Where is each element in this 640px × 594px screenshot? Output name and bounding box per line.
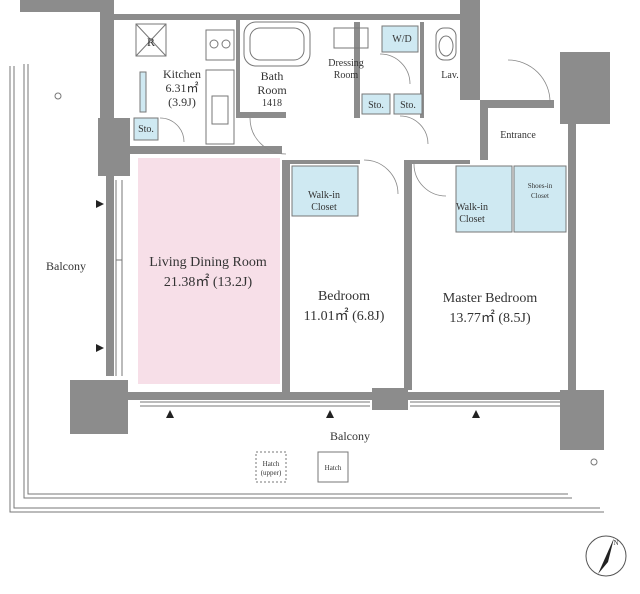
hatch-upper-l1: Hatch	[263, 460, 280, 468]
walk-in-closet-bedroom	[291, 165, 359, 217]
balcony-bottom-label: Balcony	[330, 429, 370, 443]
storage-box	[393, 93, 423, 115]
bedroom-area: 11.01㎡ (6.8J)	[304, 308, 385, 324]
doors	[159, 53, 551, 197]
shoes-in-closet	[513, 165, 567, 233]
window-marker	[96, 344, 104, 352]
walk-in-closet-master	[455, 165, 513, 233]
master-bedroom-name: Master Bedroom	[443, 291, 538, 306]
bath-name: Bath	[261, 69, 284, 83]
washer-box	[381, 25, 419, 53]
storage-a-label: Sto.	[368, 100, 384, 111]
dressing-room: Room	[334, 70, 359, 81]
window-marker	[472, 410, 480, 418]
walkin-master-l1: Walk-in	[456, 202, 488, 213]
storage-kitchen-label: Sto.	[138, 124, 154, 135]
dressing-name: Dressing	[328, 58, 364, 69]
storage-b-label: Sto.	[400, 100, 416, 111]
balcony-left-label: Balcony	[46, 259, 86, 273]
walkin-master-l2: Closet	[459, 214, 485, 225]
living-area: 21.38㎡ (13.2J)	[164, 274, 253, 290]
walkin-bedroom-l2: Closet	[311, 202, 337, 213]
walls	[20, 0, 610, 450]
living-dining-floor	[138, 158, 280, 384]
storage-box	[133, 117, 159, 141]
bath-fixtures	[243, 21, 457, 67]
balcony-railing	[9, 64, 604, 513]
living-window	[115, 180, 123, 376]
shoes-closet-l1: Shoes-in	[528, 182, 553, 190]
window-marker	[96, 200, 104, 208]
kitchen-name: Kitchen	[163, 67, 201, 81]
drain-left	[54, 92, 62, 100]
lav-label: Lav.	[441, 70, 458, 81]
window-marker	[166, 410, 174, 418]
bottom-windows	[140, 401, 560, 407]
window-marker	[326, 410, 334, 418]
walkin-bedroom-l1: Walk-in	[308, 190, 340, 201]
wd-label: W/D	[392, 34, 411, 45]
shoes-closet-l2: Closet	[531, 192, 549, 200]
compass-north: N	[613, 539, 618, 547]
hatch-upper-l2: (upper)	[261, 469, 282, 477]
kitchen-fixtures	[135, 23, 235, 145]
bath-code: 1418	[262, 98, 282, 109]
bedroom-name: Bedroom	[318, 289, 370, 304]
compass	[585, 535, 627, 577]
master-bedroom-area: 13.77㎡ (8.5J)	[449, 310, 531, 326]
kitchen-tatami: (3.9J)	[168, 95, 196, 109]
fridge-label: R	[147, 35, 155, 49]
entrance-label: Entrance	[500, 130, 536, 141]
living-name: Living Dining Room	[149, 255, 267, 270]
bath-room: Room	[257, 83, 287, 97]
storage-box	[361, 93, 391, 115]
hatch-label: Hatch	[325, 464, 342, 472]
hatch-upper-box	[255, 451, 287, 483]
hatch-box	[317, 451, 349, 483]
kitchen-area: 6.31㎡	[165, 81, 198, 95]
drain-right	[590, 458, 598, 466]
